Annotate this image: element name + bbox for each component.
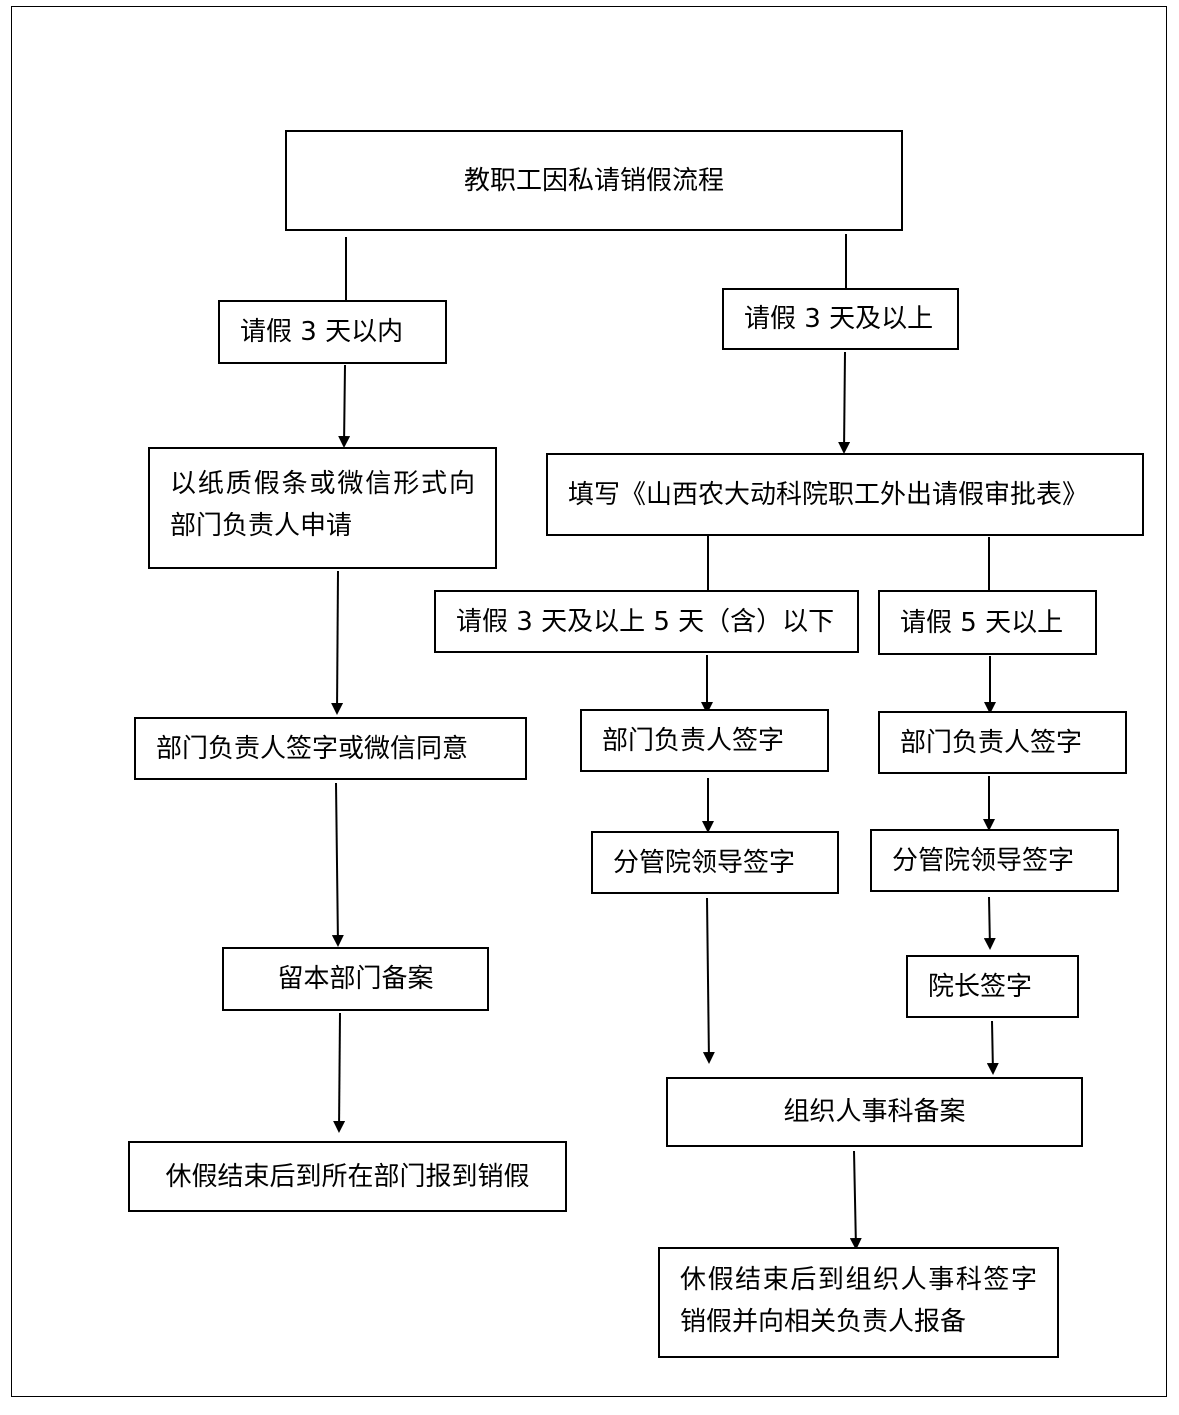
page-frame [11,6,1167,1397]
step-report-back-hr: 休假结束后到组织人事科签字销假并向相关负责人报备 [658,1247,1059,1358]
arrow-over-leader-to-dean [983,896,996,950]
arrow-mid-leader-to-hr [702,897,715,1064]
arrow-long-to-form [838,351,851,454]
step-report-back-dept: 休假结束后到所在部门报到销假 [128,1141,567,1212]
flowchart-title: 教职工因私请销假流程 [285,130,903,231]
step-dept-head-approve: 部门负责人签字或微信同意 [134,717,527,780]
arrow-hr-to-return [849,1150,862,1250]
step-paper-or-wechat-apply: 以纸质假条或微信形式向部门负责人申请 [148,447,497,569]
step-dean-sign: 院长签字 [906,955,1079,1018]
arrow-approve-to-file [331,782,344,947]
branch-long-leave: 请假 3 天及以上 [722,288,959,350]
step-dept-file: 留本部门备案 [222,947,489,1011]
step-hr-file: 组织人事科备案 [666,1077,1083,1147]
arrow-short-to-apply [338,364,351,448]
branch-short-leave: 请假 3 天以内 [218,300,447,364]
arrow-dean-to-hr [986,1020,999,1075]
arrow-file-to-return [333,1012,346,1133]
arrow-apply-to-approve [331,570,344,715]
step-fill-approval-form: 填写《山西农大动科院职工外出请假审批表》 [546,453,1144,536]
step-mid-dept-head-sign: 部门负责人签字 [580,709,829,772]
step-over-dept-head-sign: 部门负责人签字 [878,711,1127,774]
branch-over-five-days: 请假 5 天以上 [878,590,1097,655]
step-mid-leader-sign: 分管院领导签字 [591,831,839,894]
step-over-leader-sign: 分管院领导签字 [870,829,1119,892]
branch-three-to-five-days: 请假 3 天及以上 5 天（含）以下 [434,590,859,653]
